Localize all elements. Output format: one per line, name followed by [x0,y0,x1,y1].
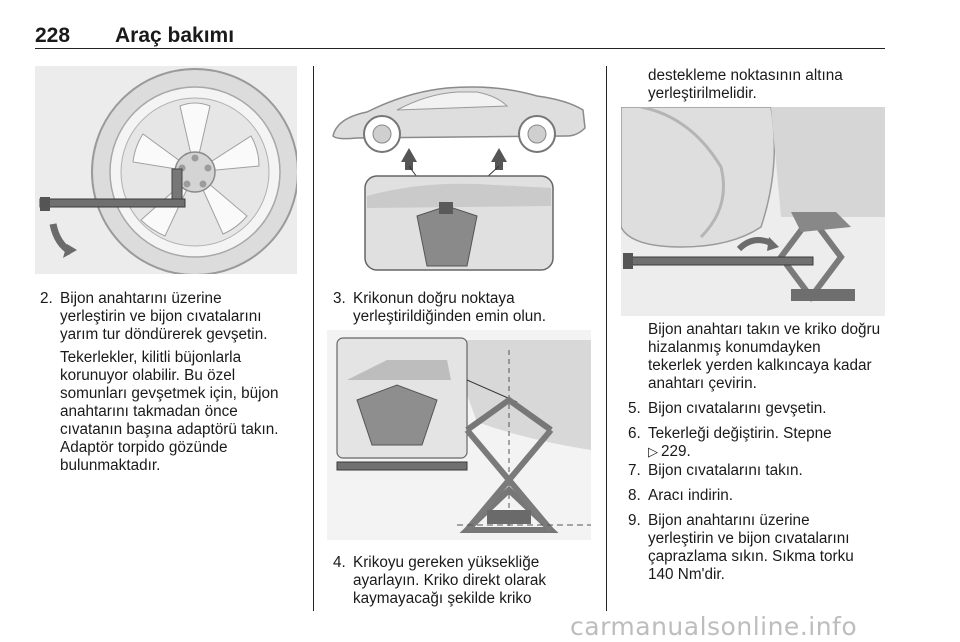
para-line: Bijon anahtarı takın ve kriko doğru [648,321,881,338]
continued-line: yerleştirilmelidir. [648,85,757,102]
step-4: 4. Krikoyu gereken yüksekliğe ayarlayın.… [333,554,595,610]
para-line: tekerlek yerden kalkıncaya kadar [648,357,872,374]
cross-reference-arrow-icon: ▷ [648,444,658,459]
para-line: anahtarı çevirin. [648,375,757,392]
step-number: 3. [333,290,346,307]
note-line: Adaptör torpido gözünde [60,439,228,456]
step-text-line: yerleştirildiğinden emin olun. [353,308,547,325]
note-line: cıvatanın başına adaptörü takın. [60,421,279,438]
step-number: 2. [40,290,53,307]
step-text-line: yerleştirin ve bijon cıvatalarını [648,530,850,547]
note-line: bulunmaktadır. [60,457,161,474]
header-rule [35,48,885,49]
watermark: carmanualsonline.info [570,612,858,641]
step-3: 3. Krikonun doğru noktaya yerleştirildiğ… [333,290,595,328]
step-text-line: yarım tur döndürerek gevşetin. [60,326,268,343]
column-divider-2 [606,66,607,611]
cross-reference-link[interactable]: 229. [661,443,691,460]
step-5: 5. Bijon cıvatalarını gevşetin. [628,400,890,418]
note-paragraph: Tekerlekler, kilitli büjonlarla korunuyo… [60,349,310,475]
jack-alignment-illustration [327,330,591,540]
section-title: Araç bakımı [115,24,235,47]
page-header: 228 Araç bakımı [35,18,885,48]
continued-line: destekleme noktasının altına [648,67,843,84]
step-number: 5. [628,400,641,417]
note-line: Tekerlekler, kilitli büjonlarla [60,349,242,366]
step-text-line: çaprazlama sıkın. Sıkma torku [648,548,854,565]
step-7: 7. Bijon cıvatalarını takın. [628,462,890,480]
jack-crank-illustration [621,107,885,316]
step-text-line: Bijon cıvatalarını takın. [648,462,803,479]
step-text-line: 140 Nm'dir. [648,566,725,583]
step-text-line: Bijon anahtarını üzerine [60,290,222,307]
step-text-line: Aracı indirin. [648,487,734,504]
step-2: 2. Bijon anahtarını üzerine yerleştirin … [40,290,302,346]
step-6: 6. Tekerleği değiştirin. Stepne ▷229. [628,425,890,461]
step-text-line: yerleştirin ve bijon cıvatalarını [60,308,262,325]
step-8: 8. Aracı indirin. [628,487,890,505]
step-number: 7. [628,462,641,479]
step-number: 8. [628,487,641,504]
continued-text: destekleme noktasının altına yerleştiril… [648,67,888,103]
step-9: 9. Bijon anahtarını üzerine yerleştirin … [628,512,890,584]
step-number: 4. [333,554,346,571]
step-text-line: ayarlayın. Kriko direkt olarak [353,572,546,589]
para-line: hizalanmış konumdayken [648,339,821,356]
crank-instruction-paragraph: Bijon anahtarı takın ve kriko doğru hiza… [648,321,888,393]
note-line: anahtarını takmadan önce [60,403,238,420]
step-text-line: Bijon anahtarını üzerine [648,512,810,529]
step-text-line: kaymayacağı şekilde kriko [353,590,532,607]
page-number: 228 [35,24,71,47]
note-line: somunları gevşetmek için, büjon [60,385,279,402]
step-number: 6. [628,425,641,442]
step-text-line: Tekerleği değiştirin. Stepne [648,425,832,442]
car-jack-points-illustration [327,66,591,275]
wheel-wrench-illustration [35,66,297,274]
column-divider-1 [313,66,314,611]
step-text-line: Krikoyu gereken yüksekliğe [353,554,540,571]
step-number: 9. [628,512,641,529]
step-text-line: Krikonun doğru noktaya [353,290,515,307]
note-line: korunuyor olabilir. Bu özel [60,367,236,384]
step-text-line: Bijon cıvatalarını gevşetin. [648,400,827,417]
